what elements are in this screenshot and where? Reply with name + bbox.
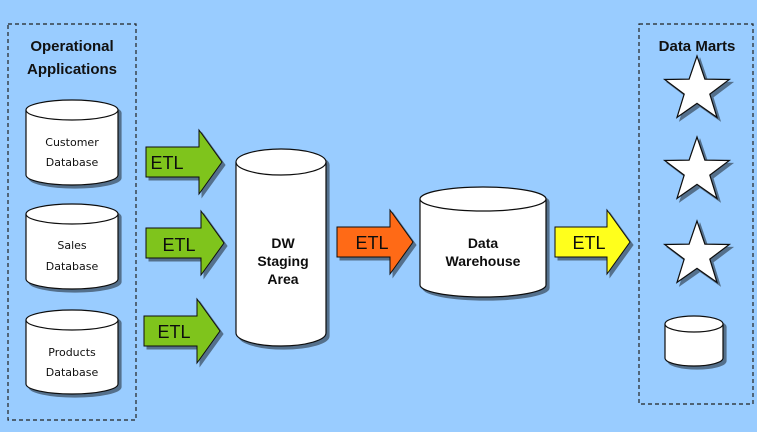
warehouse-line1: Data: [468, 235, 499, 251]
data-mart-cylinder: [664, 315, 724, 367]
warehouse-line2: Warehouse: [446, 253, 521, 269]
etl-label: ETL: [150, 153, 183, 173]
star-icon: [662, 54, 732, 119]
data-warehouse: Data Warehouse: [419, 186, 547, 298]
customer-database: Customer Database: [25, 99, 119, 186]
etl-label: ETL: [162, 235, 195, 255]
staging-line1: DW: [271, 235, 295, 251]
customer-database-line2: Database: [46, 156, 99, 169]
data-mart-star-2: [662, 135, 732, 200]
operational-title-line1: Operational: [30, 38, 113, 55]
star-icon: [662, 219, 732, 284]
sales-database-line1: Sales: [57, 239, 87, 252]
cylinder-icon: [664, 324, 724, 367]
etl-arrow-sales: ETL: [145, 209, 225, 277]
sales-database: Sales Database: [25, 203, 119, 290]
dw-staging-area: DW Staging Area: [235, 148, 327, 347]
etl-arrow-products: ETL: [143, 297, 221, 365]
data-mart-star-3: [662, 219, 732, 284]
etl-label: ETL: [572, 233, 605, 253]
customer-database-line1: Customer: [45, 136, 99, 149]
data-marts-title: Data Marts: [659, 38, 736, 55]
operational-title-line2: Applications: [27, 61, 117, 78]
products-database-line1: Products: [48, 346, 96, 359]
etl-arrow-customer: ETL: [145, 128, 223, 196]
products-database: Products Database: [25, 309, 119, 395]
staging-line3: Area: [267, 271, 298, 287]
star-icon: [662, 135, 732, 200]
etl-label: ETL: [157, 322, 190, 342]
sales-database-line2: Database: [46, 260, 99, 273]
data-marts-panel: Data Marts: [638, 23, 754, 405]
staging-line2: Staging: [257, 253, 308, 269]
etl-label: ETL: [355, 233, 388, 253]
etl-arrow-warehouse-to-marts: ETL: [554, 208, 631, 276]
products-database-line2: Database: [46, 366, 99, 379]
data-mart-star-1: [662, 54, 732, 119]
etl-arrow-staging-to-warehouse: ETL: [336, 208, 414, 276]
operational-applications-panel: Operational Applications: [7, 23, 137, 421]
